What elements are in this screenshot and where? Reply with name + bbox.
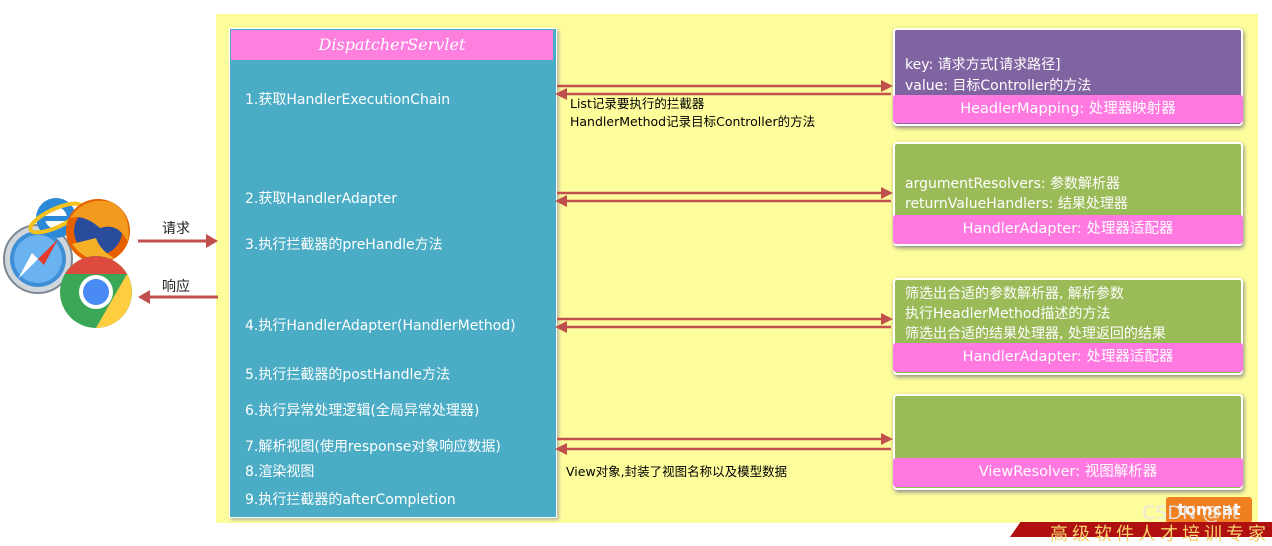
response-label: 响应 [162, 276, 190, 296]
step-2: 2.获取HandlerAdapter [245, 188, 397, 208]
step-7: 7.解析视图(使用response对象响应数据) [245, 436, 501, 456]
chrome-icon [60, 256, 132, 328]
client-arrows [134, 228, 224, 308]
step-5: 5.执行拦截器的postHandle方法 [245, 364, 450, 384]
handler-mapping-line-1: key: 请求方式[请求路径] [905, 56, 1061, 74]
handler-mapping-label: HeadlerMapping: 处理器映射器 [893, 95, 1243, 123]
handler-adapter-exec-line-3: 筛选出合适的结果处理器, 处理返回的结果 [905, 325, 1166, 343]
handler-adapter-exec-line-1: 筛选出合适的参数解析器, 解析参数 [905, 285, 1124, 303]
step-4: 4.执行HandlerAdapter(HandlerMethod) [245, 315, 516, 335]
step-1: 1.获取HandlerExecutionChain [245, 89, 450, 109]
handler-adapter-exec-label: HandlerAdapter: 处理器适配器 [893, 343, 1243, 372]
handler-adapter-exec-line-2: 执行HeadlerMethod描述的方法 [905, 305, 1110, 323]
firefox-icon [66, 199, 130, 263]
handler-adapter-line-2: returnValueHandlers: 结果处理器 [905, 195, 1128, 213]
step-9: 9.执行拦截器的afterCompletion [245, 489, 456, 509]
mapping-note-2: HandlerMethod记录目标Controller的方法 [570, 113, 815, 131]
dispatcher-servlet-title: DispatcherServlet [231, 30, 553, 60]
step-8: 8.渲染视图 [245, 461, 314, 481]
step-3: 3.执行拦截器的preHandle方法 [245, 234, 443, 254]
handler-adapter-line-1: argumentResolvers: 参数解析器 [905, 175, 1120, 193]
invoke-arrows [555, 313, 893, 333]
step-6: 6.执行异常处理逻辑(全局异常处理器) [245, 400, 479, 420]
view-arrows [555, 433, 893, 455]
adapter-arrows [555, 187, 893, 207]
view-note: View对象,封装了视图名称以及模型数据 [566, 463, 787, 481]
handler-adapter-label: HandlerAdapter: 处理器适配器 [893, 215, 1243, 244]
banner-text: 高级软件人才培训专家 [1050, 520, 1270, 546]
browser-icons [0, 188, 140, 333]
request-label: 请求 [162, 218, 190, 238]
view-resolver-label: ViewResolver: 视图解析器 [893, 458, 1243, 487]
mapping-note-1: List记录要执行的拦截器 [570, 95, 704, 113]
handler-mapping-line-2: value: 目标Controller的方法 [905, 77, 1091, 95]
